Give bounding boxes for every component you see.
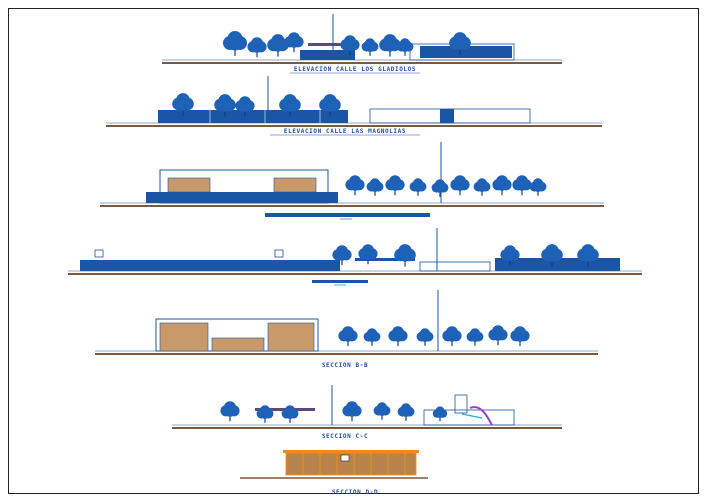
tree-icon (388, 326, 408, 347)
tree-icon (450, 175, 470, 196)
section-bar (265, 213, 430, 217)
tree-group (345, 175, 547, 197)
tree-icon (431, 179, 449, 197)
wall (419, 261, 491, 272)
playground (423, 409, 515, 426)
tree-group (338, 325, 530, 347)
tree-icon (492, 175, 512, 196)
tree-icon (172, 93, 194, 116)
tree-icon (473, 178, 491, 196)
section-b: SECCION B-B (95, 290, 598, 369)
tree-icon (385, 175, 405, 196)
section-d: SECCION D-D (240, 450, 428, 496)
section-a2 (68, 228, 642, 286)
hatched-wall (273, 177, 317, 193)
tree-group (172, 93, 341, 117)
pergola (308, 43, 346, 46)
tree-icon (449, 32, 471, 55)
tree-icon (284, 32, 304, 53)
drawing-caption: SECCION C-C (322, 433, 368, 440)
tree-group (220, 401, 448, 423)
tree-icon (358, 244, 378, 265)
tree-icon (577, 244, 599, 267)
tree-icon (345, 175, 365, 196)
tree-icon (363, 328, 381, 346)
tree-icon (366, 178, 384, 196)
tree-icon (361, 38, 379, 56)
section-a (100, 142, 604, 220)
tree-icon (500, 245, 520, 266)
tree-icon (214, 94, 236, 117)
tree-icon (409, 178, 427, 196)
elevation-gladiolos: ELEVACION CALLE LOS GLADIOLOS (162, 14, 562, 74)
tree-icon (488, 325, 508, 346)
elevation-magnolias: ELEVACION CALLE LAS MAGNOLIAS (106, 76, 602, 136)
section-c: SECCION C-C (172, 385, 562, 440)
tree-icon (247, 37, 267, 58)
hatched-wall (167, 177, 211, 193)
tree-group (223, 31, 471, 58)
wall (80, 260, 340, 271)
tree-icon (319, 94, 341, 117)
tree-icon (442, 326, 462, 347)
tree-icon (223, 31, 247, 56)
tree-icon (256, 405, 274, 423)
pavilion-roof (283, 450, 419, 453)
drawing-caption: SECCION B-B (322, 362, 368, 369)
tree-icon (396, 38, 414, 56)
tree-icon (342, 401, 362, 422)
tree-icon (529, 178, 547, 196)
tree-icon (373, 402, 391, 420)
pavilion-body (285, 452, 417, 476)
tree-icon (235, 96, 255, 117)
tree-icon (338, 326, 358, 347)
wall (300, 50, 355, 60)
drawing-caption: SECCION D-D (332, 489, 378, 496)
hatched-wall (267, 322, 315, 352)
section-bar (312, 280, 368, 283)
tree-icon (220, 401, 240, 422)
wall (146, 192, 338, 203)
tree-icon (510, 326, 530, 347)
drawing-caption: ELEVACION CALLE LAS MAGNOLIAS (284, 128, 406, 135)
tree-icon (466, 328, 484, 346)
play-tower (454, 394, 468, 414)
pergola (355, 258, 415, 261)
tree-icon (397, 403, 415, 421)
wall (158, 110, 348, 123)
tree-icon (279, 94, 301, 117)
tree-group (332, 244, 599, 267)
tree-icon (541, 244, 563, 267)
tree-icon (432, 406, 448, 422)
tree-icon (340, 35, 360, 56)
tree-icon (267, 34, 289, 57)
tree-icon (394, 244, 416, 267)
tree-icon (416, 328, 434, 346)
hatched-wall (159, 322, 209, 352)
tree-icon (281, 405, 299, 423)
drawing-caption: ELEVACION CALLE LOS GLADIOLOS (294, 66, 416, 73)
tree-icon (332, 245, 352, 266)
slide (469, 406, 493, 426)
tree-icon (512, 175, 532, 196)
